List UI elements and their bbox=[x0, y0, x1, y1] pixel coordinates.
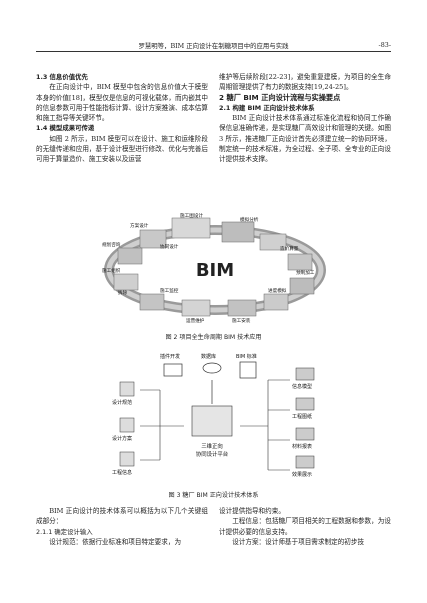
stage-label: 施工监控 bbox=[160, 287, 179, 294]
database-icon bbox=[202, 362, 222, 374]
scheme-icon bbox=[119, 417, 135, 433]
left-label: 工程信息 bbox=[112, 469, 132, 476]
stage-image bbox=[113, 273, 139, 291]
stage-image bbox=[171, 217, 211, 239]
right-column: 维护等后续阶段[22-23]，避免重复建模，为项目的全生命周期管理提供了有力的数… bbox=[219, 72, 391, 165]
section-1-3-body: 在正向设计中，BIM 模型中包含的信息价值大于模型本身的价值[18]，模型仅是信… bbox=[36, 83, 208, 123]
bottom-left-para-1: BIM 正向设计的技术体系可以概括为以下几个关键组成部分： bbox=[36, 507, 208, 526]
page-number: -83- bbox=[378, 41, 391, 49]
section-2-1-title: 2.1 构建 BIM 正向设计技术体系 bbox=[219, 103, 315, 112]
figure-3-caption: 图 3 糖厂 BIM 正向设计技术体系 bbox=[168, 492, 259, 499]
stage-image bbox=[221, 221, 255, 243]
bottom-right-para-2: 工程信息：包括糖厂项目相关的工程数据和参数，为设计提供必要的信息支持。 bbox=[219, 517, 391, 536]
figure-3-tech-system: 插件开发 数据库 BIM 标准 设计规范 设计方案 工程信息 三维正向 协同设计… bbox=[112, 353, 315, 478]
stage-image bbox=[263, 293, 289, 311]
stage-label: 规划咨询 bbox=[102, 241, 121, 248]
plugin-label: 插件开发 bbox=[160, 353, 180, 360]
left-column: 1.3 信息价值优先 在正向设计中，BIM 模型中包含的信息价值大于模型本身的价… bbox=[36, 72, 208, 165]
stage-label: 拆除 bbox=[118, 289, 128, 296]
drawing-icon bbox=[295, 397, 315, 411]
section-2-1-body: BIM 正向设计技术体系通过标准化流程和协同工作确保信息准确传递，是实现糖厂高效… bbox=[219, 114, 391, 164]
stage-image bbox=[117, 247, 143, 265]
standard-label: BIM 标准 bbox=[236, 353, 257, 360]
standard-icon bbox=[239, 361, 257, 379]
stage-label: 协同设计 bbox=[160, 243, 179, 250]
display-icon bbox=[295, 455, 315, 469]
stage-label: 施工安装 bbox=[232, 317, 251, 324]
platform-label-1: 三维正向 bbox=[201, 442, 223, 450]
stage-label: 进度模拟 bbox=[268, 287, 287, 294]
stage-label: 施工组织 bbox=[102, 267, 121, 274]
spec-icon bbox=[119, 381, 135, 397]
left-label: 设计规范 bbox=[112, 399, 132, 406]
right-label: 材料报表 bbox=[292, 443, 312, 450]
report-icon bbox=[295, 427, 315, 441]
stage-image bbox=[289, 277, 315, 295]
bim-center-label: BIM bbox=[196, 260, 234, 281]
platform-icon bbox=[191, 405, 233, 437]
right-label: 效果展示 bbox=[292, 471, 312, 478]
stage-image bbox=[139, 229, 167, 249]
section-1-3-title: 1.3 信息价值优先 bbox=[36, 73, 88, 81]
bottom-right-column: 设计提供指导和约束。 工程信息：包括糖厂项目相关的工程数据和参数，为设计提供必要… bbox=[219, 506, 391, 547]
running-header: 罗慧明等，BIM 正向设计在制糖项目中的应用与实践 -83- bbox=[36, 40, 391, 52]
section-2-title: 2 糖厂 BIM 正向设计流程与实操要点 bbox=[219, 92, 341, 102]
stage-label: 运营维护 bbox=[186, 317, 205, 324]
stage-image bbox=[259, 233, 287, 251]
bottom-right-para-1: 设计提供指导和约束。 bbox=[219, 507, 285, 515]
section-2-1-1-title: 2.1.1 确定设计输入 bbox=[36, 527, 93, 536]
figure-2-bim-lifecycle: BIM 施工图设计 方案设计 模拟分析 规划咨询 协同设计 造价算量 施工组织 … bbox=[102, 212, 326, 324]
info-icon bbox=[119, 451, 135, 467]
figure-2-caption: 图 2 项目全生命周期 BIM 技术应用 bbox=[165, 334, 262, 341]
stage-image bbox=[227, 299, 257, 317]
left-label: 设计方案 bbox=[112, 435, 132, 442]
bottom-left-para-2: 设计规范：依据行业标准和项目特定要求，为 bbox=[49, 537, 182, 546]
stage-label: 模拟分析 bbox=[240, 216, 259, 223]
right-label: 信息模型 bbox=[292, 383, 312, 390]
header-title: 罗慧明等，BIM 正向设计在制糖项目中的应用与实践 bbox=[138, 42, 289, 50]
stage-image bbox=[287, 253, 313, 271]
stage-image bbox=[181, 299, 211, 317]
continued-paragraph: 维护等后续阶段[22-23]，避免重复建模，为项目的全生命周期管理提供了有力的数… bbox=[219, 73, 391, 92]
stage-label: 预制加工 bbox=[296, 269, 315, 276]
stage-image bbox=[139, 293, 165, 311]
bottom-right-para-3: 设计方案：设计师基于项目需求制定的初步技 bbox=[232, 537, 365, 546]
plugin-icon bbox=[163, 363, 183, 377]
stage-label: 造价算量 bbox=[280, 245, 299, 252]
platform-label-2: 协同设计平台 bbox=[196, 450, 228, 458]
stage-label: 施工图设计 bbox=[180, 212, 203, 219]
lifecycle-ring-highlight bbox=[106, 227, 324, 313]
section-1-4-body: 如图 2 所示，BIM 模型可以在设计、施工和运维阶段的无缝传递和应用，基于设计… bbox=[36, 134, 208, 164]
stage-label: 方案设计 bbox=[130, 222, 149, 229]
right-label: 工程图纸 bbox=[292, 413, 312, 420]
database-label: 数据库 bbox=[201, 353, 216, 360]
section-1-4-title: 1.4 模型成果可传递 bbox=[36, 124, 95, 133]
model-icon bbox=[295, 367, 315, 381]
bottom-left-column: BIM 正向设计的技术体系可以概括为以下几个关键组成部分： 2.1.1 确定设计… bbox=[36, 506, 208, 547]
